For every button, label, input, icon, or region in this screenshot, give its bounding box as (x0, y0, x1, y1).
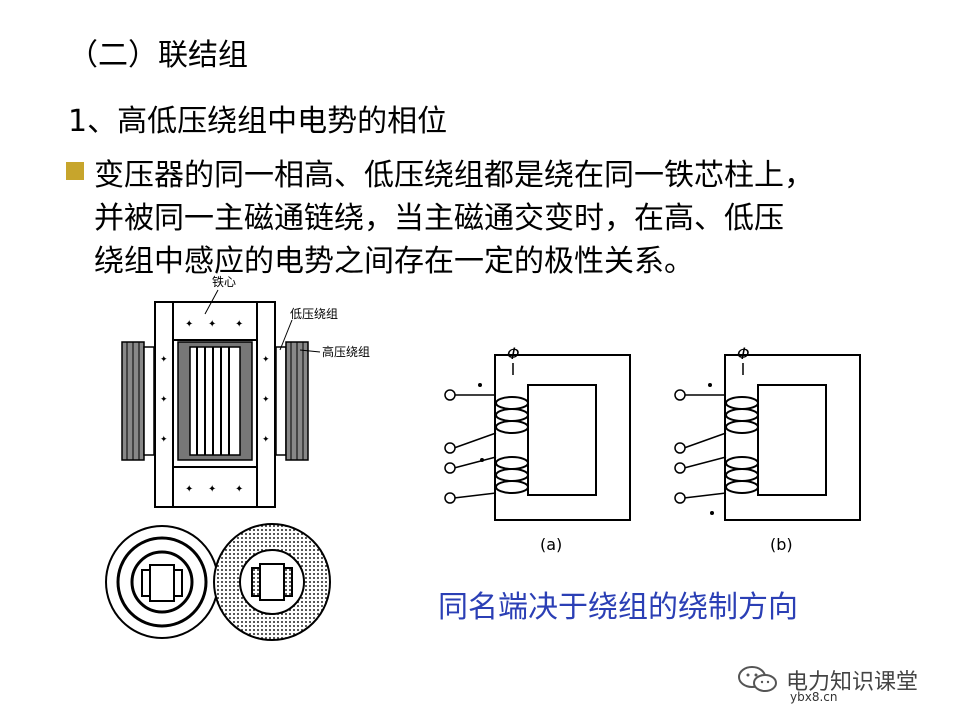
low-winding-label: 低压绕组 (290, 307, 338, 321)
right-low-voltage-winding (275, 346, 287, 456)
svg-text:✦: ✦ (185, 484, 193, 495)
watermark-text: 电力知识课堂 (786, 670, 919, 695)
figure-label-b: (b) (770, 535, 793, 554)
lamination-marks: ✦ ✦ ✦ ✦ ✦ ✦ ✦ ✦ ✦ ✦ ✦ ✦ (160, 319, 270, 495)
svg-text:✦: ✦ (262, 435, 270, 445)
svg-text:✦: ✦ (235, 484, 243, 495)
low-winding-leader-line (279, 319, 293, 351)
left-low-voltage-winding (143, 346, 155, 456)
terminal-leads-a (453, 394, 497, 499)
wechat-logo-icon (738, 666, 777, 692)
left-limb (154, 301, 174, 508)
lower-coil-a (495, 456, 529, 494)
svg-text:✦: ✦ (262, 355, 270, 365)
terminals-a (444, 389, 456, 504)
bullet-text-line-3: 绕组中感应的电势之间存在一定的极性关系。 (94, 244, 694, 279)
winding-direction-diagram-a: Φ (a) (444, 345, 631, 554)
top-yoke (154, 301, 276, 341)
high-winding-leader-line (299, 349, 321, 353)
right-limb (256, 301, 276, 508)
core-window-b (757, 384, 827, 496)
polarity-dots-a (478, 383, 484, 462)
svg-text:✦: ✦ (208, 484, 216, 495)
center-windings (177, 341, 253, 461)
polarity-dots-b (708, 383, 714, 515)
upper-coil-b (725, 396, 759, 434)
svg-text:✦: ✦ (160, 435, 168, 445)
core-window-a (527, 384, 597, 496)
upper-coil-a (495, 396, 529, 434)
right-cross-section (213, 523, 331, 641)
core-leader-line (204, 289, 219, 315)
svg-text:✦: ✦ (160, 355, 168, 365)
svg-text:✦: ✦ (262, 395, 270, 405)
flux-symbol-a: Φ (507, 345, 520, 363)
winding-cross-section-diagram (105, 523, 331, 641)
watermark-url: ybx8.cn (790, 690, 838, 704)
terminal-leads-b (683, 394, 727, 499)
left-high-voltage-winding (121, 341, 145, 461)
right-high-voltage-winding (285, 341, 309, 461)
high-winding-label: 高压绕组 (322, 344, 370, 359)
winding-direction-diagram-b: Φ (b) (674, 345, 861, 554)
core-label: 铁心 (212, 275, 236, 289)
figure-caption: 同名端决于绕组的绕制方向 (438, 590, 798, 625)
flux-symbol-b: Φ (737, 345, 750, 363)
left-cross-section (105, 525, 219, 639)
slide-subheading: 1、高低压绕组中电势的相位 (68, 104, 448, 139)
bullet-text-line-2: 并被同一主磁通链绕，当主磁通交变时，在高、低压 (94, 201, 784, 236)
svg-text:✦: ✦ (185, 319, 193, 330)
transformer-core-diagram: ✦ ✦ ✦ ✦ ✦ ✦ ✦ ✦ ✦ ✦ ✦ ✦ 铁心 低压绕组 高压绕组 (121, 275, 370, 508)
svg-text:✦: ✦ (208, 319, 216, 330)
lower-coil-b (725, 456, 759, 494)
bullet-text-line-1: 变压器的同一相高、低压绕组都是绕在同一铁芯柱上， (94, 158, 814, 193)
svg-text:✦: ✦ (235, 319, 243, 330)
terminals-b (674, 389, 686, 504)
bullet-square-icon (66, 162, 84, 180)
figure-label-a: (a) (540, 535, 562, 554)
bottom-yoke (154, 466, 276, 508)
svg-text:✦: ✦ (160, 395, 168, 405)
slide-heading: （二）联结组 (68, 38, 248, 73)
